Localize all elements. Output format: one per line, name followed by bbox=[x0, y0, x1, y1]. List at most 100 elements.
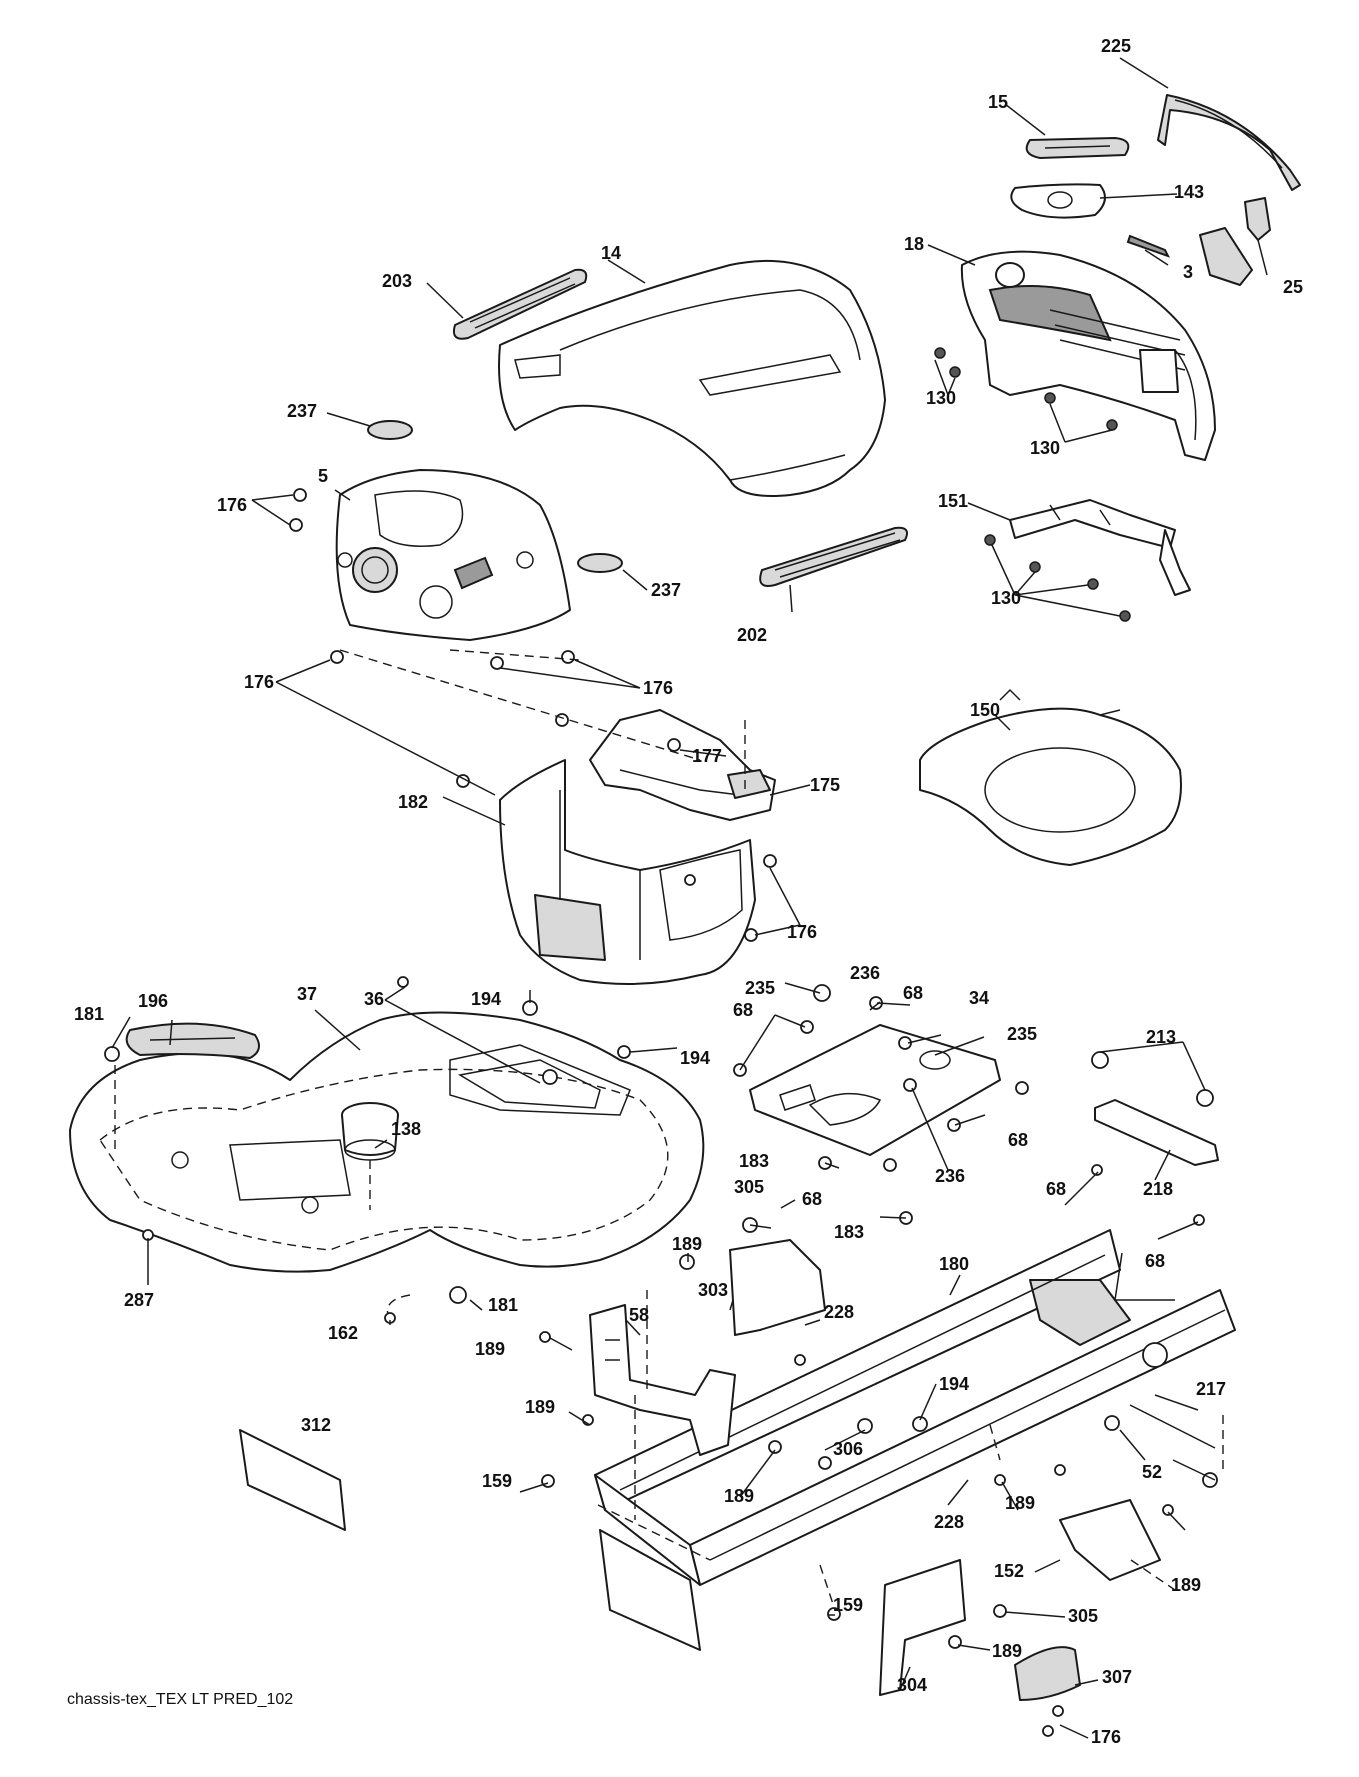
part-303-shield bbox=[729, 1239, 826, 1336]
callout-189-a: 189 bbox=[672, 1234, 702, 1254]
callout-175: 175 bbox=[810, 775, 840, 795]
callout-159-a: 159 bbox=[482, 1471, 512, 1491]
callout-68-b: 68 bbox=[733, 1000, 753, 1020]
callout-181-a: 181 bbox=[74, 1004, 104, 1024]
callout-305-b: 305 bbox=[1068, 1606, 1098, 1626]
callout-176-b: 176 bbox=[244, 672, 274, 692]
callout-194-a: 194 bbox=[471, 989, 501, 1009]
callout-237-b: 237 bbox=[651, 580, 681, 600]
callout-305-a: 305 bbox=[734, 1177, 764, 1197]
callout-25: 25 bbox=[1283, 277, 1303, 297]
callout-130-b: 130 bbox=[1030, 438, 1060, 458]
part-138-boot bbox=[341, 1102, 399, 1161]
part-304-shield bbox=[879, 1559, 966, 1696]
callout-143: 143 bbox=[1174, 182, 1204, 202]
callout-180: 180 bbox=[939, 1254, 969, 1274]
part-15-panel bbox=[1025, 137, 1130, 159]
callout-189-b: 189 bbox=[475, 1339, 505, 1359]
callout-68-e: 68 bbox=[1046, 1179, 1066, 1199]
callout-68-c: 68 bbox=[1008, 1130, 1028, 1150]
assembly-lines bbox=[114, 649, 1224, 1611]
callout-176-a: 176 bbox=[217, 495, 247, 515]
part-202-grille-insert bbox=[759, 526, 908, 587]
callout-68-a: 68 bbox=[903, 983, 923, 1003]
part-18-grille bbox=[960, 250, 1216, 461]
callout-130-c: 130 bbox=[991, 588, 1021, 608]
callout-237-a: 237 bbox=[287, 401, 317, 421]
callout-228-b: 228 bbox=[934, 1512, 964, 1532]
callout-183-b: 183 bbox=[834, 1222, 864, 1242]
callout-150: 150 bbox=[970, 700, 1000, 720]
part-34-plate bbox=[749, 1024, 1001, 1156]
callout-37: 37 bbox=[297, 984, 317, 1004]
callout-182: 182 bbox=[398, 792, 428, 812]
part-14-hood bbox=[498, 259, 886, 497]
callout-162: 162 bbox=[328, 1323, 358, 1343]
callout-189-g: 189 bbox=[992, 1641, 1022, 1661]
callout-159-b: 159 bbox=[833, 1595, 863, 1615]
part-217-rod bbox=[1129, 1404, 1216, 1449]
part-307-cover bbox=[1014, 1646, 1081, 1701]
callout-194-c: 194 bbox=[939, 1374, 969, 1394]
part-218-bar bbox=[1094, 1099, 1219, 1166]
callout-304: 304 bbox=[897, 1675, 927, 1695]
callout-176-d: 176 bbox=[787, 922, 817, 942]
part-152-cover bbox=[1059, 1499, 1161, 1581]
callout-152: 152 bbox=[994, 1561, 1024, 1581]
callout-189-e: 189 bbox=[1005, 1493, 1035, 1513]
callout-189-d: 189 bbox=[724, 1486, 754, 1506]
callout-202: 202 bbox=[737, 625, 767, 645]
callout-130-a: 130 bbox=[926, 388, 956, 408]
callout-189-f: 189 bbox=[1171, 1575, 1201, 1595]
leader-lines bbox=[111, 57, 1268, 1739]
callout-203: 203 bbox=[382, 271, 412, 291]
part-5-dash bbox=[335, 469, 571, 641]
callout-189-c: 189 bbox=[525, 1397, 555, 1417]
callout-176-e: 176 bbox=[1091, 1727, 1121, 1747]
callout-303: 303 bbox=[698, 1280, 728, 1300]
part-196-trim bbox=[125, 1022, 260, 1059]
part-143-dash-panel bbox=[1010, 183, 1106, 219]
callout-213: 213 bbox=[1146, 1027, 1176, 1047]
callout-235-b: 235 bbox=[1007, 1024, 1037, 1044]
callout-15: 15 bbox=[988, 92, 1008, 112]
callout-217: 217 bbox=[1196, 1379, 1226, 1399]
diagram-id: chassis-tex_TEX LT PRED_102 bbox=[67, 1691, 293, 1708]
callout-68-d: 68 bbox=[802, 1189, 822, 1209]
part-237-plug-b bbox=[577, 553, 623, 573]
callout-183-a: 183 bbox=[739, 1151, 769, 1171]
callout-18: 18 bbox=[904, 234, 924, 254]
callout-287: 287 bbox=[124, 1290, 154, 1310]
callout-151: 151 bbox=[938, 491, 968, 511]
callout-68-f: 68 bbox=[1145, 1251, 1165, 1271]
callout-34: 34 bbox=[969, 988, 989, 1008]
part-203-grille-insert bbox=[452, 268, 588, 340]
callout-225: 225 bbox=[1101, 36, 1131, 56]
callout-labels: 225 15 143 25 18 3 14 203 130 130 237 5 … bbox=[74, 36, 1303, 1747]
callout-181-b: 181 bbox=[488, 1295, 518, 1315]
part-237-plug-a bbox=[367, 420, 413, 440]
callout-3: 3 bbox=[1183, 262, 1193, 282]
callout-14: 14 bbox=[601, 243, 621, 263]
part-58-bracket bbox=[589, 1304, 736, 1456]
part-182-lower-panel bbox=[499, 759, 756, 985]
part-3-strip bbox=[1126, 234, 1170, 258]
callout-307: 307 bbox=[1102, 1667, 1132, 1687]
part-25-bracket bbox=[1199, 197, 1271, 286]
callout-5: 5 bbox=[318, 466, 328, 486]
callout-228-a: 228 bbox=[824, 1302, 854, 1322]
callout-138: 138 bbox=[391, 1119, 421, 1139]
callout-312: 312 bbox=[301, 1415, 331, 1435]
callout-194-b: 194 bbox=[680, 1048, 710, 1068]
callout-196: 196 bbox=[138, 991, 168, 1011]
callout-177: 177 bbox=[692, 746, 722, 766]
callout-218: 218 bbox=[1143, 1179, 1173, 1199]
part-175-bracket bbox=[589, 709, 776, 821]
callout-58: 58 bbox=[629, 1305, 649, 1325]
callout-52: 52 bbox=[1142, 1462, 1162, 1482]
callout-176-c: 176 bbox=[643, 678, 673, 698]
callout-36: 36 bbox=[364, 989, 384, 1009]
part-151-bracket bbox=[1009, 499, 1191, 596]
part-225-trim bbox=[1157, 94, 1301, 191]
